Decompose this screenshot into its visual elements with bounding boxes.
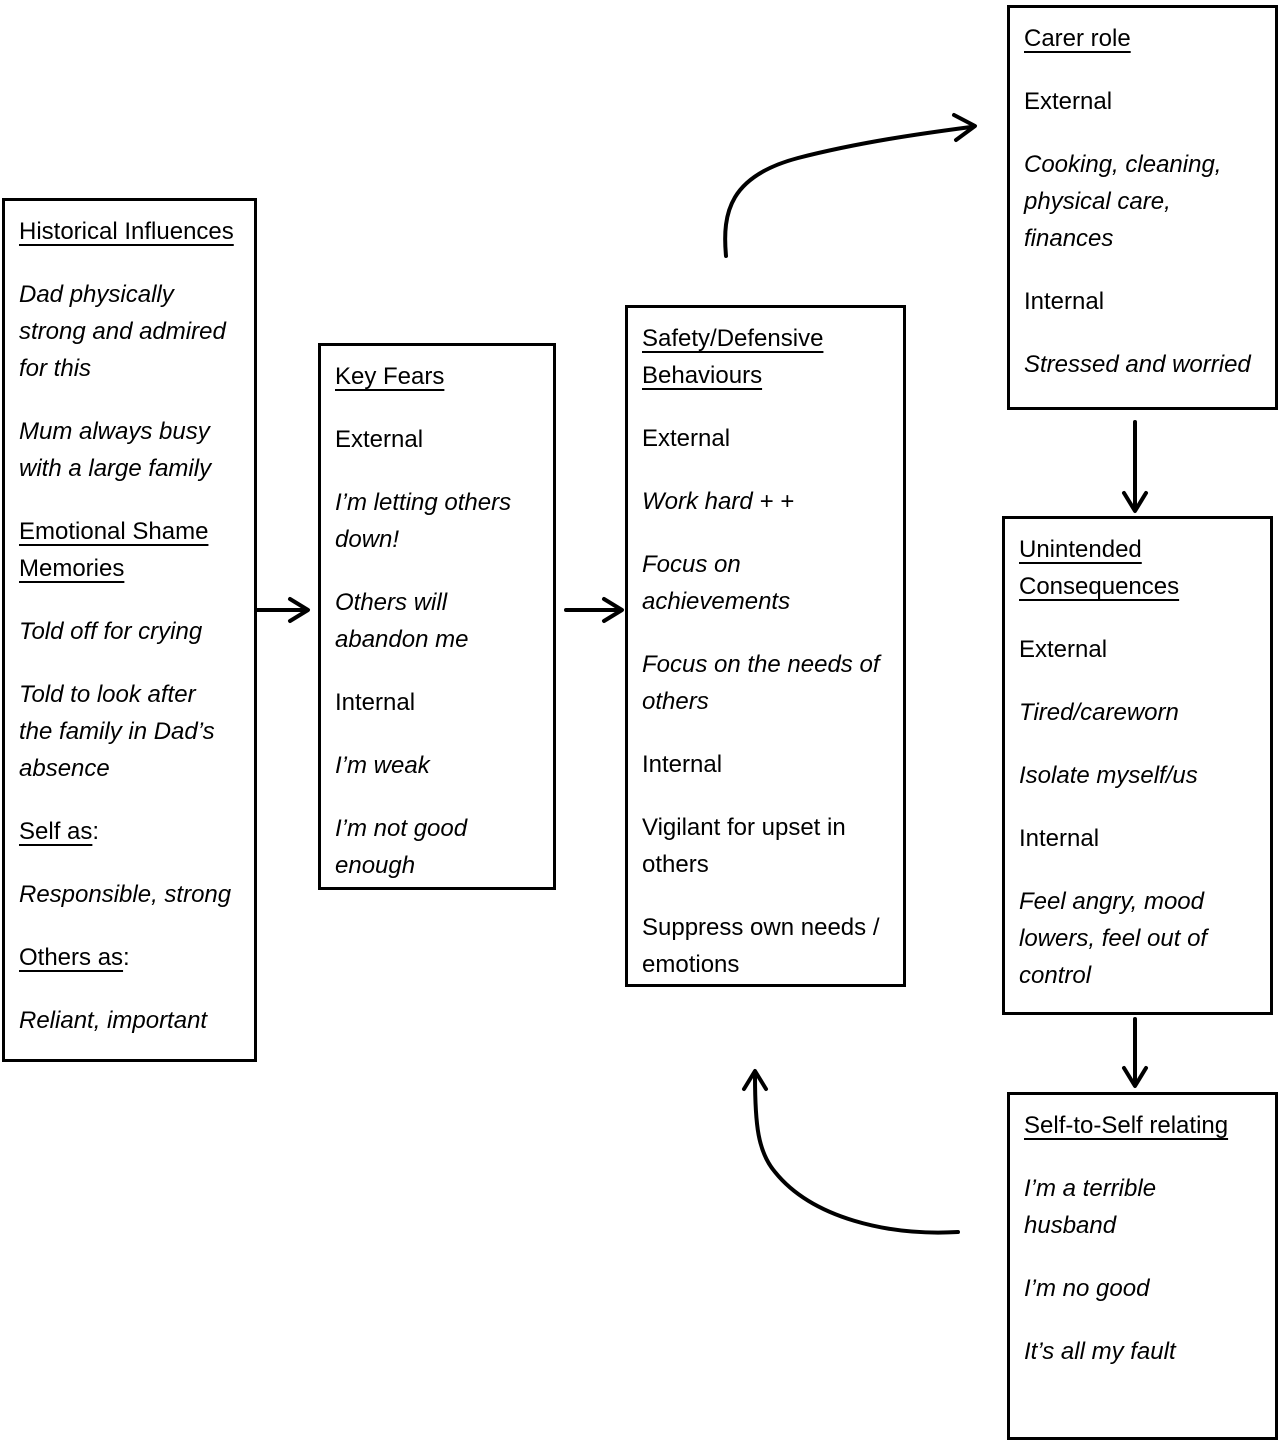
arrow-self-to-safety [742,1069,960,1235]
arrow-key-fears-to-safety [564,597,624,623]
carer-role-text: Cooking, cleaning, physical care, financ… [1024,151,1222,252]
unintended-consequences-text: Internal [1019,825,1100,852]
historical-influences-text: Reliant, important [19,1007,208,1034]
safety-defensive-behaviours-text: Focus on achievements [642,551,791,615]
arrow-carer-to-unintended [1122,420,1148,513]
historical-influences-text: Self as: [19,818,100,845]
self-to-self-relating-text: Self-to-Self relating [1024,1112,1229,1139]
key-fears-text: I’m letting others down! [335,489,512,553]
historical-influences-text: Told to look after the family in Dad’s a… [19,681,215,782]
arrow-safety-to-carer [723,113,977,258]
key-fears-text: Others will abandon me [335,589,469,653]
historical-influences-text: Told off for crying [19,618,203,645]
safety-defensive-behaviours-text: Suppress own needs / emotions [642,914,880,978]
key-fears-text: I’m weak [335,752,430,779]
carer-role-text: Stressed and worried [1024,351,1251,378]
safety-defensive-behaviours-text: Safety/Defensive Behaviours [642,325,824,389]
self-to-self-relating-text: It’s all my fault [1024,1338,1176,1365]
key-fears-text: Key Fears [335,363,445,390]
historical-influences-text: Responsible, strong [19,881,232,908]
safety-defensive-behaviours-text: Vigilant for upset in others [642,814,846,878]
key-fears-text: External [335,426,424,453]
unintended-consequences-text: Tired/careworn [1019,699,1179,726]
historical-influences-text: Historical Influences [19,218,234,245]
unintended-consequences-text: Unintended Consequences [1019,536,1180,600]
carer-role-text: Carer role [1024,25,1131,52]
unintended-consequences-text: External [1019,636,1108,663]
unintended-consequences-text: Feel angry, mood lowers, feel out of con… [1019,888,1208,989]
key-fears-text: Internal [335,689,416,716]
historical-influences-text: Others as: [19,944,130,971]
safety-defensive-behaviours-text: Work hard + + [642,488,795,515]
carer-role-text: External [1024,88,1113,115]
self-to-self-relating-text: I’m no good [1024,1275,1150,1302]
carer-role-text: Internal [1024,288,1105,315]
historical-influences-text: Mum always busy with a large family [19,418,212,482]
historical-influences-text: Dad physically strong and admired for th… [19,281,226,382]
key-fears-text: I’m not good enough [335,815,468,879]
safety-defensive-behaviours-text: Internal [642,751,723,778]
historical-influences-text: Emotional Shame Memories [19,518,209,582]
safety-defensive-behaviours-text: Focus on the needs of others [642,651,880,715]
safety-defensive-behaviours-text: External [642,425,731,452]
arrow-unintended-to-self [1122,1017,1148,1088]
self-to-self-relating-text: I’m a terrible husband [1024,1175,1157,1239]
unintended-consequences-text: Isolate myself/us [1019,762,1198,789]
